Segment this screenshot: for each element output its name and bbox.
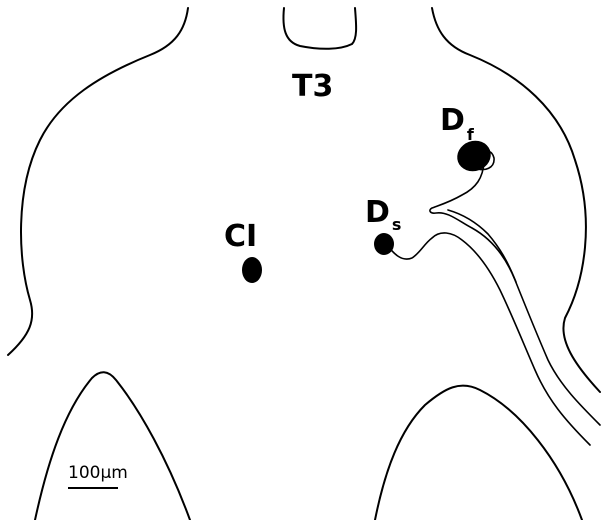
label-d-f-main: D: [440, 103, 465, 138]
median-neck-outline: [283, 8, 356, 49]
axon-df: [430, 152, 600, 425]
label-d-s-subscript: s: [392, 215, 402, 234]
label-ci: CI: [224, 219, 257, 254]
label-d-f-subscript: f: [467, 125, 475, 144]
soma-ci: [242, 257, 262, 283]
label-d-s-main: D: [365, 195, 390, 230]
ganglion-outline-left: [8, 8, 188, 355]
scale-bar-label: 100μm: [68, 463, 128, 483]
soma-df: [453, 136, 495, 176]
ganglion-outline-right: [432, 8, 600, 392]
lower-left-lobe-outline: [35, 372, 190, 520]
lower-right-lobe-outline: [375, 386, 582, 520]
soma-ds: [374, 233, 394, 255]
label-t3: T3: [292, 69, 333, 104]
